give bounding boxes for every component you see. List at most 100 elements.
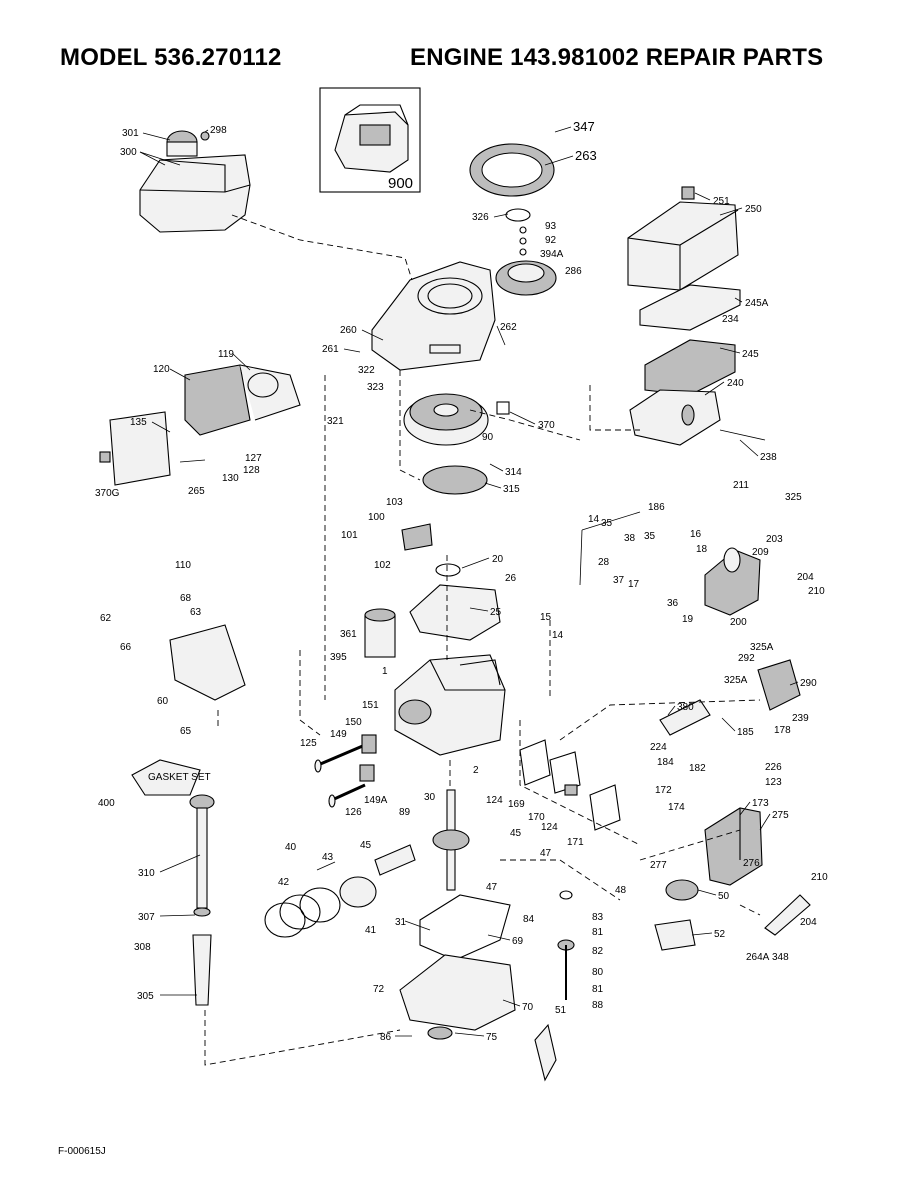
gasket-set: GASKET SET (131, 759, 211, 796)
part-label-70: 70 (522, 1002, 534, 1013)
part-label-315: 315 (503, 484, 520, 495)
part-label-286: 286 (565, 266, 582, 277)
part-label-185: 224 (650, 742, 667, 753)
part-label-45-b: 45 (510, 828, 522, 839)
part-label-380: 178 (774, 725, 791, 736)
breather-parts (519, 739, 621, 831)
part-label-169-b: 124 (541, 822, 558, 833)
footer-code: F-000615J (58, 1146, 106, 1157)
part-label-209: 200 (730, 617, 747, 628)
part-label-38: 35 (601, 518, 613, 529)
part-label-321: 321 (327, 416, 344, 427)
part-label-28: 38 (624, 533, 636, 544)
part-label-15: 15 (540, 612, 552, 623)
muffler-bracket (764, 894, 811, 936)
part-label-41: 41 (365, 925, 377, 936)
flywheel (403, 393, 510, 495)
part-label-69: 69 (512, 936, 524, 947)
part-label-310: 310 (138, 868, 155, 879)
part-label-26: 26 (505, 573, 517, 584)
leader-lines (139, 126, 799, 1037)
inset-label: 900 (388, 175, 413, 192)
part-label-322: 322 (358, 365, 375, 376)
part-label-171: 170 (528, 812, 545, 823)
part-label-326: 326 (472, 212, 489, 223)
part-label-81-b: 81 (592, 984, 604, 995)
part-label-263: 263 (575, 148, 597, 163)
part-label-169: 124 (486, 795, 503, 806)
part-label-173: 174 (668, 802, 685, 813)
part-label-211: 210 (808, 586, 825, 597)
part-label-89: 89 (399, 807, 411, 818)
part-label-120: 120 (153, 364, 170, 375)
part-label-102: 102 (374, 560, 391, 571)
part-label-101: 101 (341, 530, 358, 541)
part-label-262: 262 (500, 322, 517, 333)
governor-control (659, 659, 801, 736)
part-label-260: 260 (340, 325, 357, 336)
part-label-25: 25 (490, 607, 502, 618)
part-label-19: 18 (696, 544, 708, 555)
part-label-48: 48 (615, 885, 627, 896)
part-label-150: 150 (345, 717, 362, 728)
part-label-45: 45 (360, 840, 372, 851)
air-cleaner (627, 186, 766, 446)
part-label-323: 323 (367, 382, 384, 393)
part-label-119: 119 (218, 349, 234, 360)
part-label-245a: 245A (745, 298, 769, 309)
part-label-90: 90 (482, 432, 494, 443)
part-label-210-b: 204 (800, 917, 817, 928)
part-label-149: 149 (330, 729, 347, 740)
part-label-300: 300 (120, 147, 137, 158)
starter-motor (364, 608, 396, 658)
engine-title: ENGINE 143.981002 REPAIR PARTS (410, 44, 824, 71)
part-label-14-b: 14 (588, 514, 600, 525)
part-label-52: 52 (714, 929, 726, 940)
part-label-75: 75 (486, 1032, 498, 1043)
part-label-47-b: 47 (486, 882, 498, 893)
part-label-37: 28 (598, 557, 610, 568)
part-label-261: 261 (322, 344, 339, 355)
part-label-14: 14 (552, 630, 564, 641)
part-label-68: 68 (180, 593, 192, 604)
part-label-72: 72 (373, 984, 385, 995)
part-label-239: 290 (800, 678, 817, 689)
part-label-395: 395 (330, 652, 347, 663)
part-label-394a: 394A (540, 249, 564, 260)
part-label-149a: 149A (364, 795, 388, 806)
part-label-20: 20 (492, 554, 504, 565)
part-label-264a: 277 (650, 860, 667, 871)
part-label-124: 123 (765, 777, 782, 788)
part-label-63: 63 (190, 607, 202, 618)
part-label-123: 226 (765, 762, 782, 773)
part-label-172: 171 (567, 837, 584, 848)
gasket-set-label: GASKET SET (148, 772, 211, 783)
part-label-60: 60 (157, 696, 169, 707)
part-label-84: 84 (523, 914, 535, 925)
part-label-245: 245 (742, 349, 759, 360)
part-label-308: 308 (134, 942, 151, 953)
part-label-186: 186 (648, 502, 665, 513)
part-label-174: 172 (655, 785, 672, 796)
part-label-204: 203 (766, 534, 783, 545)
cylinder-head (99, 364, 301, 486)
part-label-128: 128 (243, 465, 260, 476)
part-label-182: 184 (657, 757, 674, 768)
part-label-178: 239 (792, 713, 809, 724)
model-title: MODEL 536.270112 (60, 44, 282, 71)
part-label-224: 380 (677, 702, 694, 713)
part-label-100: 100 (368, 512, 385, 523)
part-label-325a: 325 (785, 492, 802, 503)
part-label-250: 250 (745, 204, 762, 215)
part-label-80: 80 (592, 967, 604, 978)
part-label-200: 19 (682, 614, 694, 625)
part-label-210: 204 (797, 572, 814, 583)
muffler (704, 807, 763, 886)
part-label-81: 81 (592, 927, 604, 938)
blower-housing (371, 261, 496, 371)
part-label-361: 361 (340, 629, 357, 640)
part-label-151: 151 (362, 700, 379, 711)
part-label-276: 275 (772, 810, 789, 821)
part-label-305: 305 (137, 991, 154, 1002)
part-label-135: 135 (130, 417, 147, 428)
